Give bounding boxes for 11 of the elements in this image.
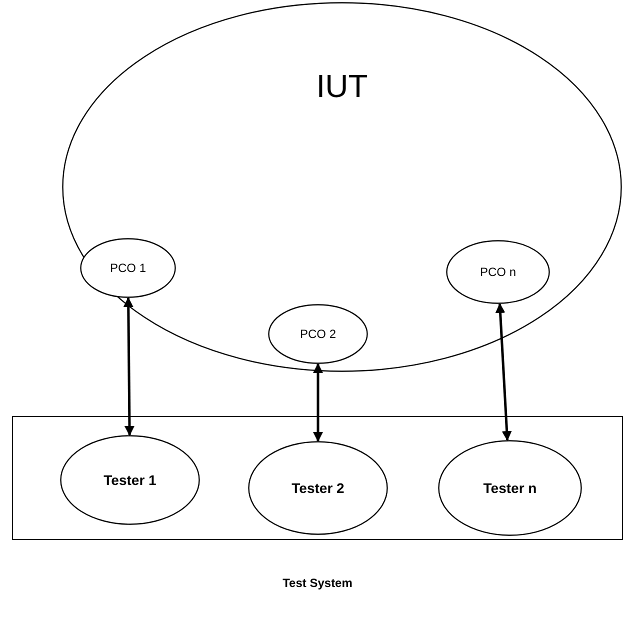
ellipse-region: IUT PCO 1 PCO 2 PCO n	[62, 2, 622, 372]
double-arrow	[123, 297, 134, 436]
ellipse-node: Tester 1	[60, 435, 200, 525]
system-label: Test System	[282, 575, 352, 592]
ellipse-node: Tester 2	[248, 441, 388, 535]
ellipse-node: PCO 2	[268, 304, 368, 364]
ellipse-node: Tester n	[438, 440, 582, 536]
ellipse-node: PCO n	[446, 240, 550, 304]
double-arrow	[495, 302, 512, 442]
double-arrow	[313, 363, 323, 442]
ellipse-node: PCO 1	[80, 238, 176, 298]
